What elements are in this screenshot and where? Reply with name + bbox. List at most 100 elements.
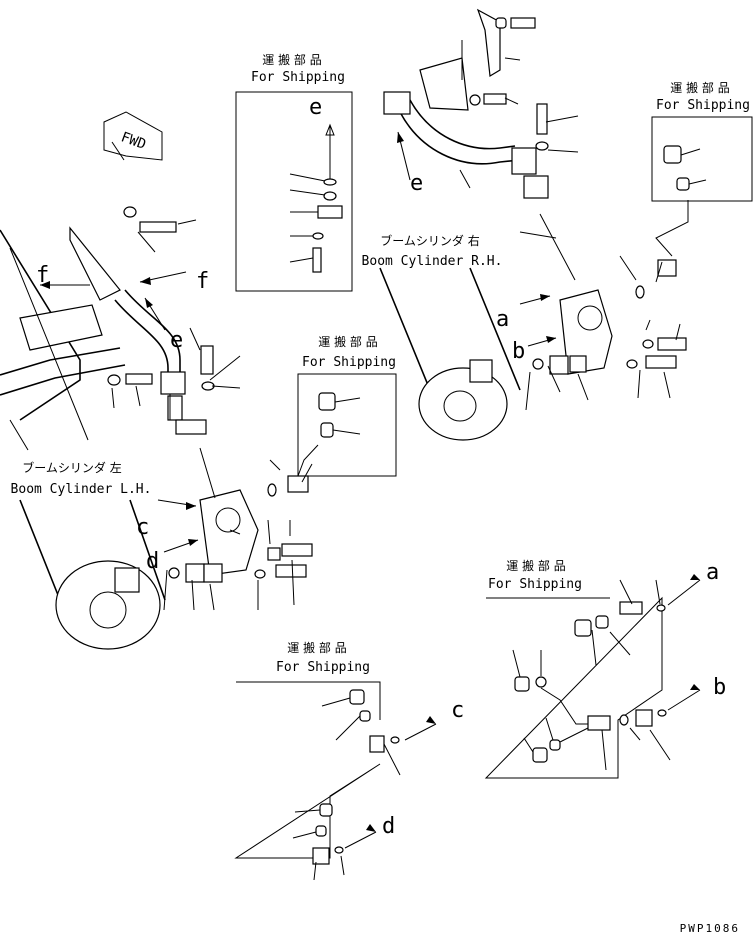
shipping-box-a-b-en: For Shipping	[488, 577, 582, 592]
hose-line	[0, 364, 126, 396]
pipe	[399, 111, 521, 165]
o-ring	[635, 285, 645, 299]
nut	[663, 145, 682, 164]
ref-letter-f-left: f	[36, 263, 49, 288]
ref-letter-a-bottom: a	[706, 560, 719, 585]
washer	[626, 359, 638, 369]
sleeve	[320, 422, 334, 438]
bolt	[657, 337, 687, 351]
nut	[349, 689, 365, 705]
bolt	[275, 564, 307, 578]
valve-block	[199, 489, 259, 576]
shipping-box-right-en: For Shipping	[656, 98, 750, 113]
shipping-box-c-d-en: For Shipping	[276, 660, 370, 675]
ref-letter-e-box: e	[309, 95, 322, 120]
o-ring	[323, 178, 337, 186]
ref-letter-e-left: e	[170, 328, 183, 353]
flange	[114, 567, 140, 593]
washer	[107, 374, 121, 386]
boom-cylinder-lh: f f e c d ブームシリンダ 左 Boom Cylinder L.H.	[0, 206, 319, 650]
washer	[267, 547, 281, 561]
shipping-box-fitting-frame	[297, 373, 397, 477]
flange	[523, 175, 549, 199]
ref-letter-c-left: c	[136, 515, 149, 540]
shipping-box-e-jp: 運 搬 部 品	[262, 52, 321, 67]
fwd-label: FWD	[119, 129, 148, 153]
ref-letter-e-right: e	[410, 171, 423, 196]
shipping-box-fitting-en: For Shipping	[302, 355, 396, 370]
sleeve	[359, 710, 371, 722]
sleeve	[315, 825, 327, 837]
nut	[319, 803, 333, 817]
flange	[175, 419, 207, 435]
o-ring	[532, 358, 544, 370]
o-ring	[334, 846, 344, 854]
ref-letter-f-bracket: f	[196, 269, 209, 294]
elbow-fitting	[287, 475, 309, 493]
shipping-box-fitting: 運 搬 部 品 For Shipping	[297, 334, 397, 477]
split-flange	[203, 563, 223, 583]
boom-cylinder-rh: e a b ブームシリンダ 右 Boom Cylinder R.H.	[362, 8, 687, 441]
shipping-box-c-d-jp: 運 搬 部 品	[287, 640, 346, 655]
o-ring	[168, 567, 180, 579]
bolt	[281, 543, 313, 557]
elbow-fitting	[369, 735, 385, 753]
boom-cylinder-lh-en: Boom Cylinder L.H.	[11, 482, 152, 497]
fwd-arrow-shape	[103, 111, 163, 161]
cylinder-eye	[55, 560, 161, 650]
pipe-fitting	[160, 371, 186, 395]
nut	[318, 392, 336, 411]
cylinder-tube	[19, 499, 166, 601]
sleeve	[595, 615, 609, 629]
split-flange	[185, 563, 205, 583]
fwd-arrow: FWD	[103, 111, 163, 161]
shipping-box-e-en: For Shipping	[251, 70, 345, 85]
nut	[574, 619, 592, 637]
cylinder-eye	[418, 367, 508, 441]
hose-line	[0, 347, 121, 376]
cylinder-pin-hole	[89, 591, 127, 629]
ref-letter-a-right: a	[496, 307, 509, 332]
nut	[532, 747, 548, 763]
straight-fitting	[619, 601, 643, 615]
shipping-box-a-b-frame	[484, 596, 663, 779]
bolt	[483, 93, 507, 105]
ref-letter-b-bottom: b	[713, 675, 726, 700]
shipping-box-c-d: 運 搬 部 品 For Shipping c d	[234, 640, 464, 881]
split-flange	[569, 355, 587, 373]
washer	[323, 191, 337, 201]
washer	[642, 339, 654, 349]
bolt	[510, 17, 536, 29]
pipe	[409, 99, 516, 150]
shipping-box-fitting-jp: 運 搬 部 品	[318, 334, 377, 349]
clamp-bracket	[19, 304, 103, 351]
clamp	[317, 205, 343, 219]
elbow-fitting	[657, 259, 677, 277]
cylinder-tube	[379, 267, 521, 391]
o-ring	[619, 714, 629, 726]
sleeve	[549, 739, 561, 751]
shipping-box-e: 運 搬 部 品 For Shipping	[235, 52, 353, 292]
shipping-box-right: 運 搬 部 品 For Shipping	[651, 80, 753, 257]
elbow-fitting	[312, 847, 330, 865]
shipping-box-a-b: 運 搬 部 品 For Shipping a b	[484, 558, 726, 779]
boom-cylinder-rh-en: Boom Cylinder R.H.	[362, 254, 503, 269]
bolt	[536, 103, 548, 135]
shipping-box-c-d-frame	[234, 681, 381, 859]
o-ring	[390, 736, 400, 744]
washer	[123, 206, 137, 218]
ref-letter-c-bottom: c	[451, 698, 464, 723]
ref-letter-b-right: b	[512, 339, 525, 364]
o-ring	[656, 604, 666, 612]
bolt	[125, 373, 153, 385]
bracket-plate	[69, 226, 121, 301]
washer	[254, 569, 266, 579]
tee-fitting	[587, 715, 611, 731]
mounting-plate	[419, 57, 469, 111]
bolt	[645, 355, 677, 369]
o-ring	[657, 709, 667, 717]
washer	[469, 94, 481, 106]
flange	[469, 359, 493, 383]
o-ring	[267, 483, 277, 497]
